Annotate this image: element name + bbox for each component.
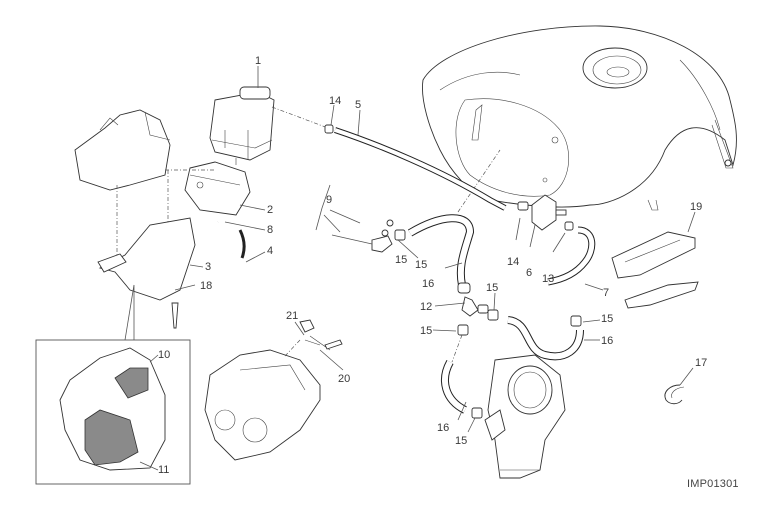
engine-head (204, 319, 343, 461)
purge-valve (517, 194, 574, 231)
callout-16-right: 16 (601, 335, 614, 347)
callout-15-e: 15 (455, 435, 468, 447)
callout-2: 2 (267, 204, 274, 216)
callout-12: 12 (420, 301, 433, 313)
detail-inset (35, 284, 191, 485)
callout-5: 5 (355, 99, 362, 111)
drawing-code: IMP01301 (687, 478, 739, 490)
canister (209, 86, 275, 165)
callout-15-a: 15 (415, 259, 428, 271)
tee-fitting (457, 282, 499, 336)
bracket (74, 109, 215, 255)
callout-15-f: 15 (395, 254, 408, 266)
callout-4: 4 (267, 245, 274, 257)
callout-16-bottom: 16 (437, 422, 450, 434)
throttle-body (484, 354, 566, 479)
callout-20: 20 (338, 373, 351, 385)
callout-3: 3 (205, 261, 212, 273)
fuel-tank (422, 25, 737, 211)
callout-6: 6 (526, 267, 533, 279)
callout-13: 13 (542, 273, 555, 285)
drain-hoses (213, 221, 247, 319)
callout-15-c: 15 (420, 325, 433, 337)
vent-hose (324, 124, 507, 211)
canister-cover (97, 217, 196, 329)
canister-holder (184, 161, 251, 216)
callout-14-valve: 14 (507, 256, 520, 268)
callout-17: 17 (695, 357, 708, 369)
assembly-line (457, 149, 501, 213)
callout-19: 19 (690, 201, 703, 213)
ecu-module (611, 231, 699, 309)
assembly-line (271, 106, 329, 129)
callout-21: 21 (286, 310, 299, 322)
clip (664, 384, 685, 405)
callout-18: 18 (200, 280, 213, 292)
callout-15-b: 15 (486, 282, 499, 294)
callout-8: 8 (267, 224, 274, 236)
callout-9: 9 (326, 194, 333, 206)
hose-16-right (507, 315, 584, 361)
callout-11: 11 (158, 464, 170, 476)
hose-7 (547, 226, 596, 286)
callout-16-left: 16 (422, 278, 435, 290)
callout-14-top: 14 (329, 95, 342, 107)
callout-7: 7 (603, 287, 610, 299)
callout-10: 10 (158, 349, 171, 361)
leader-lines (174, 66, 696, 433)
valve-kit (315, 184, 406, 253)
hose-16-bottom (441, 334, 483, 419)
hose-16-left (407, 214, 475, 286)
callout-15-d: 15 (601, 313, 614, 325)
callout-1: 1 (255, 55, 262, 67)
